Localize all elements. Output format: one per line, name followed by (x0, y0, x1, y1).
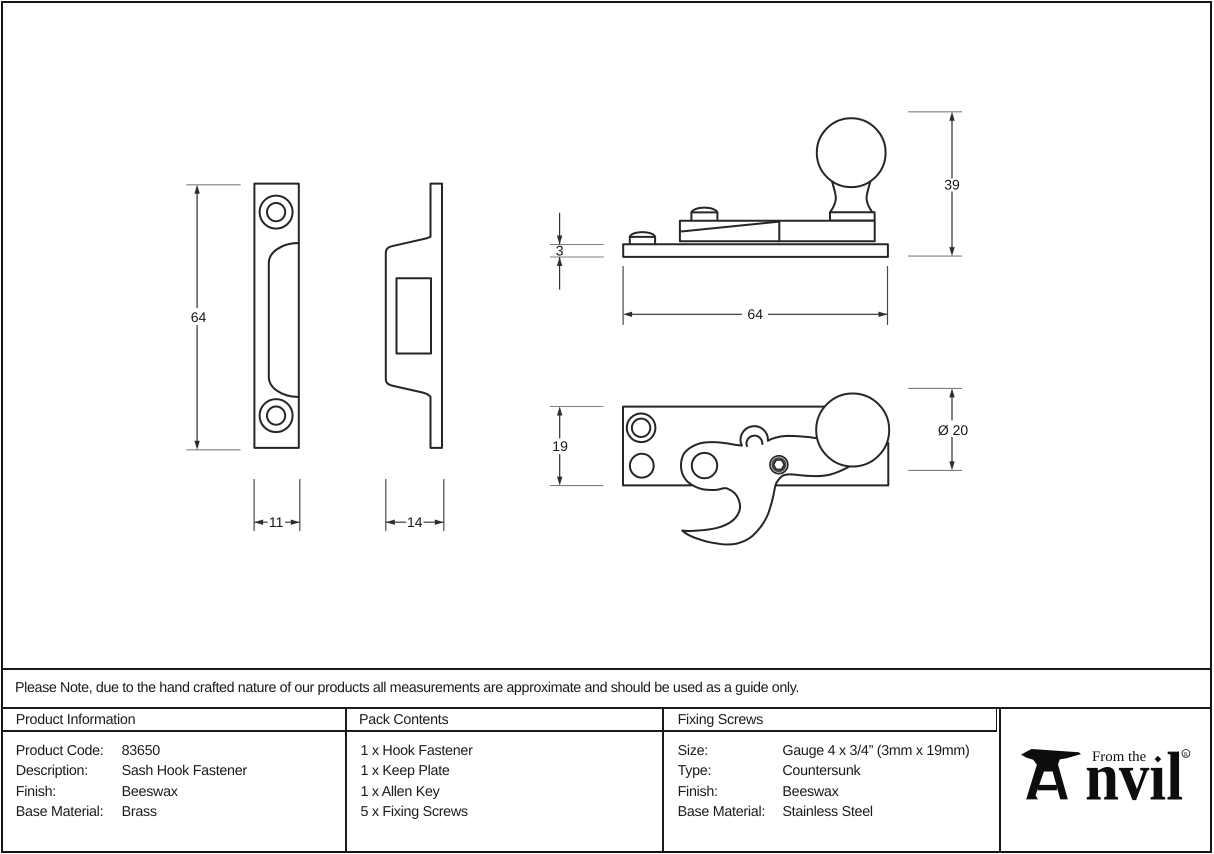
svg-text:nvıl: nvıl (1085, 739, 1183, 815)
svg-text:64: 64 (191, 309, 207, 325)
svg-text:Ø 20: Ø 20 (938, 422, 969, 438)
svg-text:39: 39 (944, 177, 960, 193)
svg-text:64: 64 (747, 306, 763, 322)
svg-text:14: 14 (407, 514, 423, 530)
svg-text:3: 3 (556, 243, 564, 259)
svg-text:R: R (1184, 752, 1188, 758)
svg-text:11: 11 (269, 514, 284, 530)
svg-text:19: 19 (552, 438, 568, 454)
svg-text:From the: From the (1092, 749, 1146, 765)
